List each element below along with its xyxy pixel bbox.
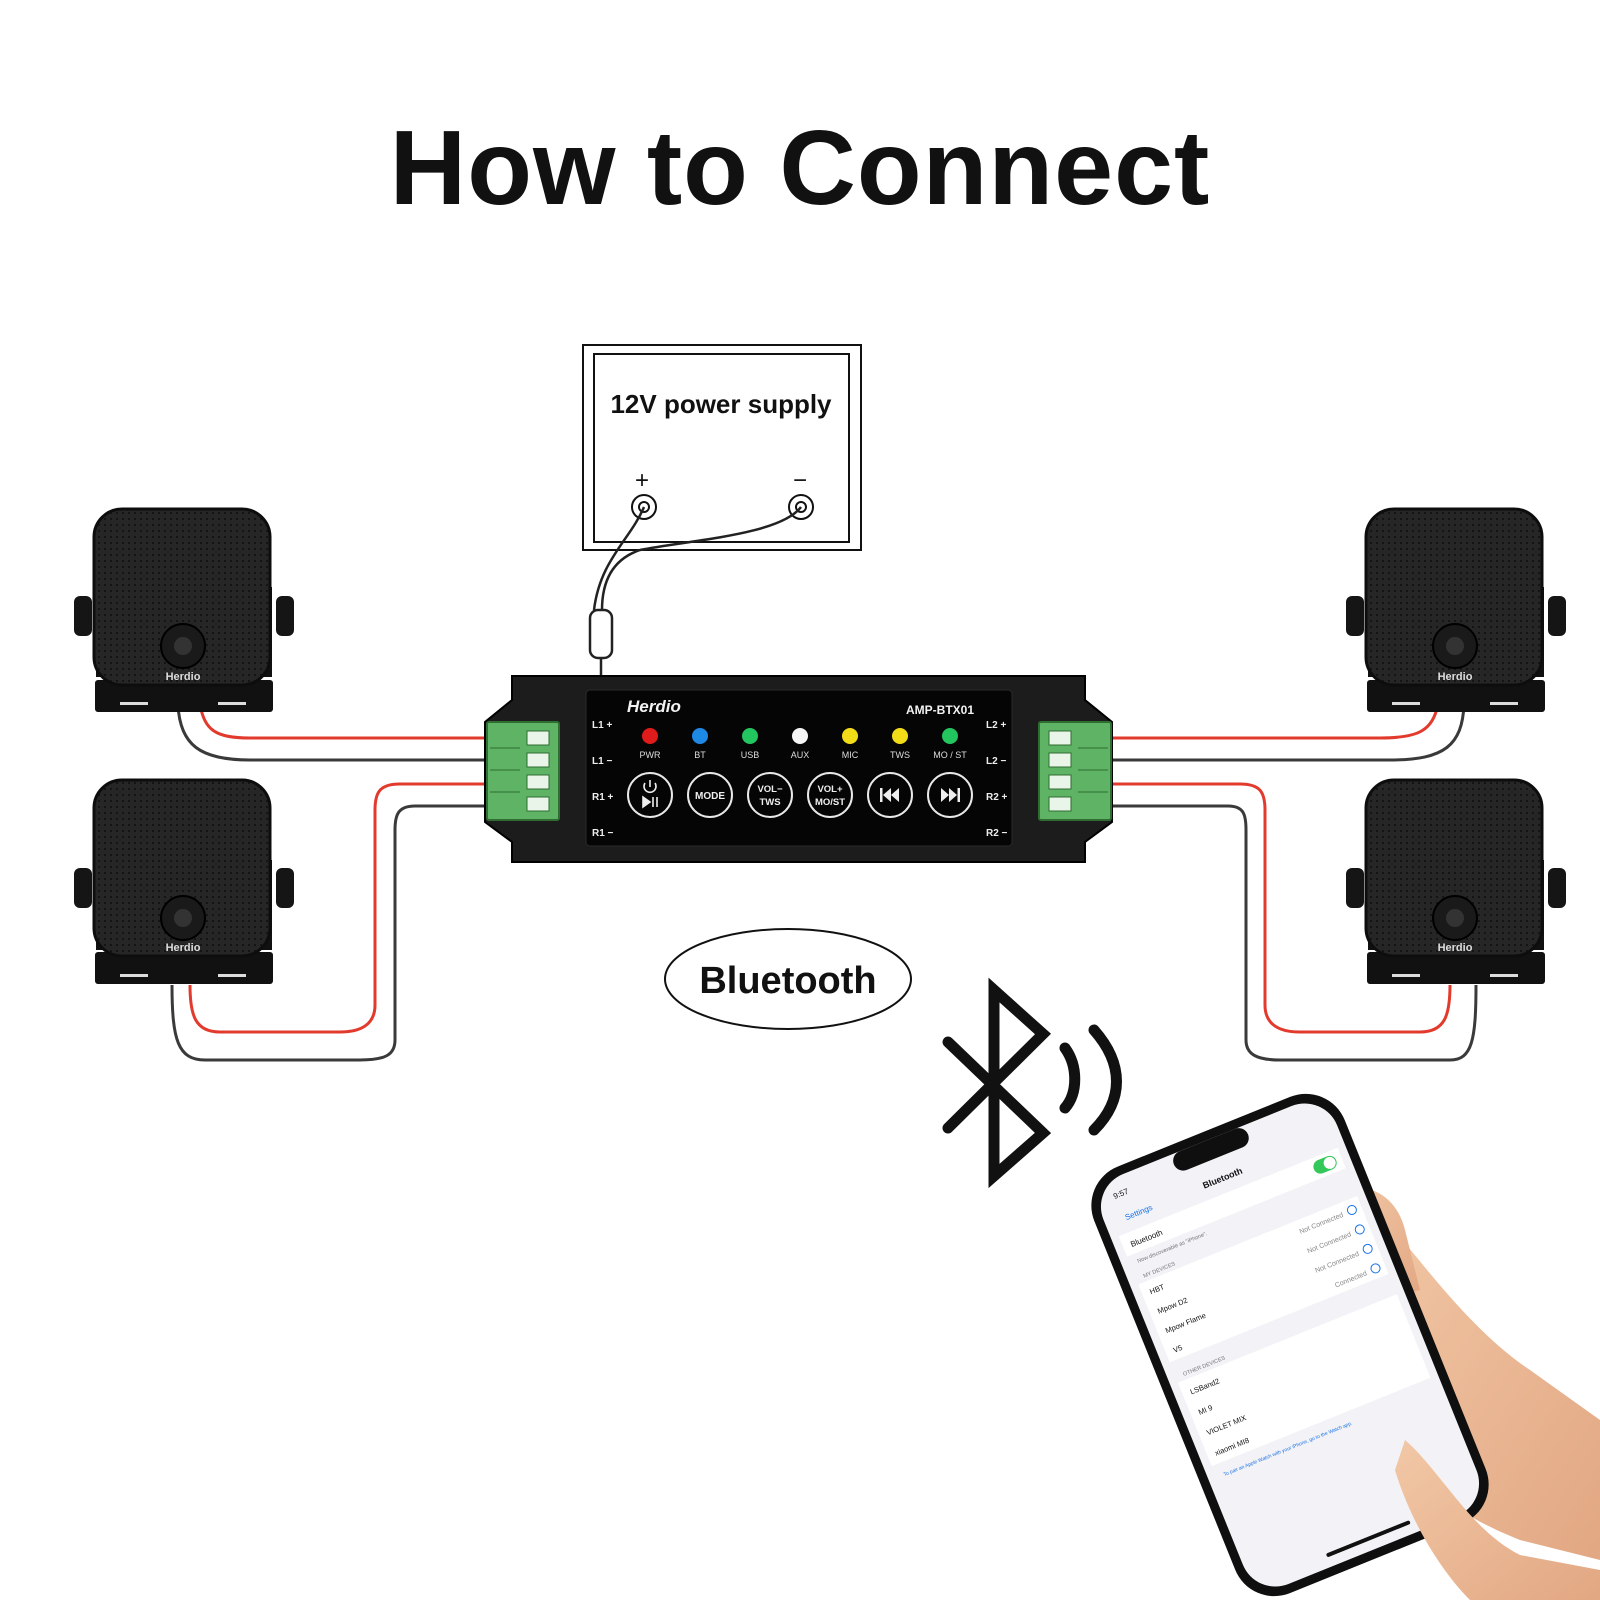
led-label: TWS [890,750,910,760]
plus-symbol: + [635,467,649,494]
amp-model-label: AMP-BTX01 [906,703,974,717]
left-terminal-block [486,721,560,821]
led-label: USB [741,750,760,760]
terminal-label: L1 + [592,720,612,731]
speaker-wires [170,704,1478,1062]
mode-button-label: MODE [695,791,725,802]
led-most [942,728,958,744]
bluetooth-icon [942,977,1122,1189]
terminal-label: R1 + [592,792,614,803]
led-tws [892,728,908,744]
led-label: BT [694,750,706,760]
power-supply-label: 12V power supply [610,389,832,419]
terminal-label: L2 − [986,756,1006,767]
mode-button[interactable]: MODE [687,772,733,818]
speaker-top-left: Herdio [74,507,294,712]
led-pwr [642,728,658,744]
led-usb [742,728,758,744]
power-supply: 12V power supply + − [582,344,862,551]
phone-notch [1173,1128,1249,1171]
right-terminal-block [1038,721,1112,821]
hand-fingers-front [1395,1440,1600,1600]
previous-icon [880,788,899,802]
previous-button[interactable] [867,772,913,818]
speaker-brand-label: Herdio [166,671,201,683]
led-label: MIC [842,750,859,760]
page-title: How to Connect [389,109,1211,227]
button-label-line1: VOL− [757,784,783,795]
minus-symbol: − [793,467,807,494]
bluetooth-badge: Bluetooth [664,928,912,1030]
terminal-label: L1 − [592,756,612,767]
terminal-label: L2 + [986,720,1006,731]
bluetooth-label: Bluetooth [699,960,876,1002]
amp-brand-label: Herdio [627,697,681,716]
vol-up-most-button[interactable]: VOL+ MO/ST [807,772,853,818]
info-icon[interactable] [1370,1263,1382,1275]
vol-down-tws-button[interactable]: VOL− TWS [747,772,793,818]
speaker-top-right: Herdio [1346,507,1566,712]
power-play-button[interactable] [627,772,673,818]
terminal-label: R1 − [592,828,614,839]
smartphone: 9:57 Settings Bluetooth Bluetooth Now di… [1091,1093,1489,1597]
power-play-icon [642,780,658,809]
speaker-brand-label: Herdio [1438,671,1473,683]
bluetooth-toggle[interactable] [1311,1154,1338,1176]
speaker-bottom-right: Herdio [1346,778,1566,984]
speaker-brand-label: Herdio [1438,942,1473,954]
home-indicator [1326,1520,1411,1557]
power-cable [588,506,802,676]
led-bt [692,728,708,744]
led-aux [792,728,808,744]
speaker-brand-label: Herdio [166,942,201,954]
button-label-line1: VOL+ [817,784,843,795]
terminal-label: R2 + [986,792,1008,803]
next-button[interactable] [927,772,973,818]
indicator-leds: PWR BT USB AUX MIC TWS MO / ST [640,728,967,760]
right-terminal-labels: L2 + L2 − R2 + R2 − [986,720,1008,839]
next-icon [941,788,960,802]
button-label-line2: TWS [759,797,780,808]
info-icon[interactable] [1346,1204,1358,1216]
speaker-bottom-left: Herdio [74,778,294,984]
led-label: PWR [640,750,661,760]
button-label-line2: MO/ST [815,797,845,808]
info-icon[interactable] [1362,1243,1374,1255]
amplifier: Herdio AMP-BTX01 L1 + L1 − R1 + R1 − L2 … [484,675,1113,863]
led-mic [842,728,858,744]
left-terminal-labels: L1 + L1 − R1 + R1 − [592,720,614,839]
info-icon[interactable] [1354,1224,1366,1236]
led-label: MO / ST [933,750,967,760]
led-label: AUX [791,750,810,760]
terminal-label: R2 − [986,828,1008,839]
device-name: V5 [1172,1343,1184,1355]
